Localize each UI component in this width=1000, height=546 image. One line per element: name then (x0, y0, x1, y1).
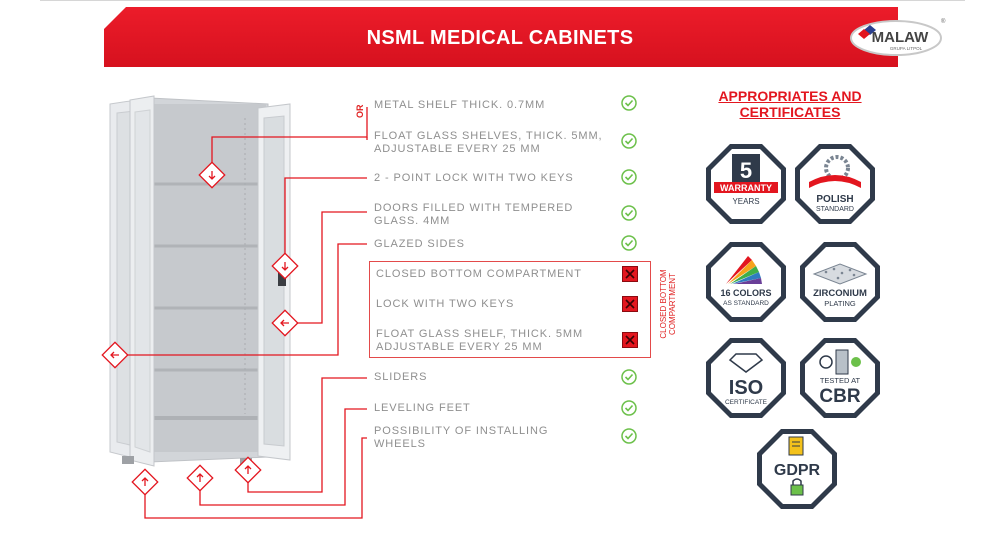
feature-lock-two-keys: LOCK WITH TWO KEYS (376, 298, 515, 310)
check-icon (621, 95, 637, 111)
svg-text:ISO: ISO (729, 377, 763, 399)
svg-text:TESTED AT: TESTED AT (820, 376, 861, 385)
malaw-logo: MALAW GRUPA LITPOL ® (850, 18, 946, 56)
closed-compartment-option-box (369, 261, 651, 358)
warranty-badge: 5 WARRANTY YEARS (706, 144, 786, 224)
cross-icon (622, 296, 638, 312)
svg-text:WARRANTY: WARRANTY (720, 183, 772, 193)
feature-leveling-feet: LEVELING FEET (374, 402, 471, 414)
svg-text:YEARS: YEARS (732, 197, 759, 206)
zirconium-badge: ZIRCONIUM PLATING (800, 242, 880, 322)
marker-diamonds (101, 161, 299, 496)
check-icon (621, 369, 637, 385)
svg-text:®: ® (941, 18, 946, 25)
check-icon (621, 235, 637, 251)
svg-text:PLATING: PLATING (824, 299, 856, 308)
svg-text:CERTIFICATE: CERTIFICATE (725, 399, 768, 406)
feature-sliders: SLIDERS (374, 371, 428, 383)
feature-metal-shelf: METAL SHELF THICK. 0.7MM (374, 99, 546, 111)
svg-text:16 COLORS: 16 COLORS (720, 288, 771, 298)
check-icon (621, 428, 637, 444)
cbr-badge: TESTED AT CBR (800, 338, 880, 418)
check-icon (621, 133, 637, 149)
svg-text:GDPR: GDPR (774, 462, 821, 479)
cross-icon (622, 332, 638, 348)
svg-text:MALAW: MALAW (872, 29, 929, 46)
check-icon (621, 205, 637, 221)
cross-icon (622, 266, 638, 282)
or-label: OR (355, 104, 365, 119)
cabinet-illustration (109, 95, 291, 467)
svg-text:GRUPA LITPOL: GRUPA LITPOL (890, 46, 923, 51)
connector-lines (115, 107, 368, 519)
title-banner (104, 7, 898, 67)
iso-badge: ISO CERTIFICATE (706, 338, 786, 418)
polish-standard-badge: POLISH STANDARD (795, 144, 875, 224)
feature-float-glass-shelves: FLOAT GLASS SHELVES, THICK. 5MM,ADJUSTAB… (374, 130, 603, 155)
svg-text:ZIRCONIUM: ZIRCONIUM (813, 288, 867, 299)
check-icon (621, 169, 637, 185)
feature-two-point-lock: 2 - POINT LOCK WITH TWO KEYS (374, 172, 574, 184)
svg-text:CBR: CBR (819, 386, 860, 407)
feature-closed-bottom: CLOSED BOTTOM COMPARTMENT (376, 268, 582, 280)
colors-badge: 16 COLORS AS STANDARD (706, 242, 786, 322)
top-divider (40, 0, 965, 1)
svg-text:STANDARD: STANDARD (816, 206, 854, 213)
svg-text:POLISH: POLISH (816, 194, 853, 205)
svg-text:5: 5 (740, 158, 752, 183)
svg-text:AS STANDARD: AS STANDARD (723, 300, 769, 307)
feature-glazed-sides: GLAZED SIDES (374, 238, 465, 250)
check-icon (621, 400, 637, 416)
page-title: NSML MEDICAL CABINETS (366, 27, 634, 49)
gdpr-badge: GDPR (757, 429, 837, 509)
